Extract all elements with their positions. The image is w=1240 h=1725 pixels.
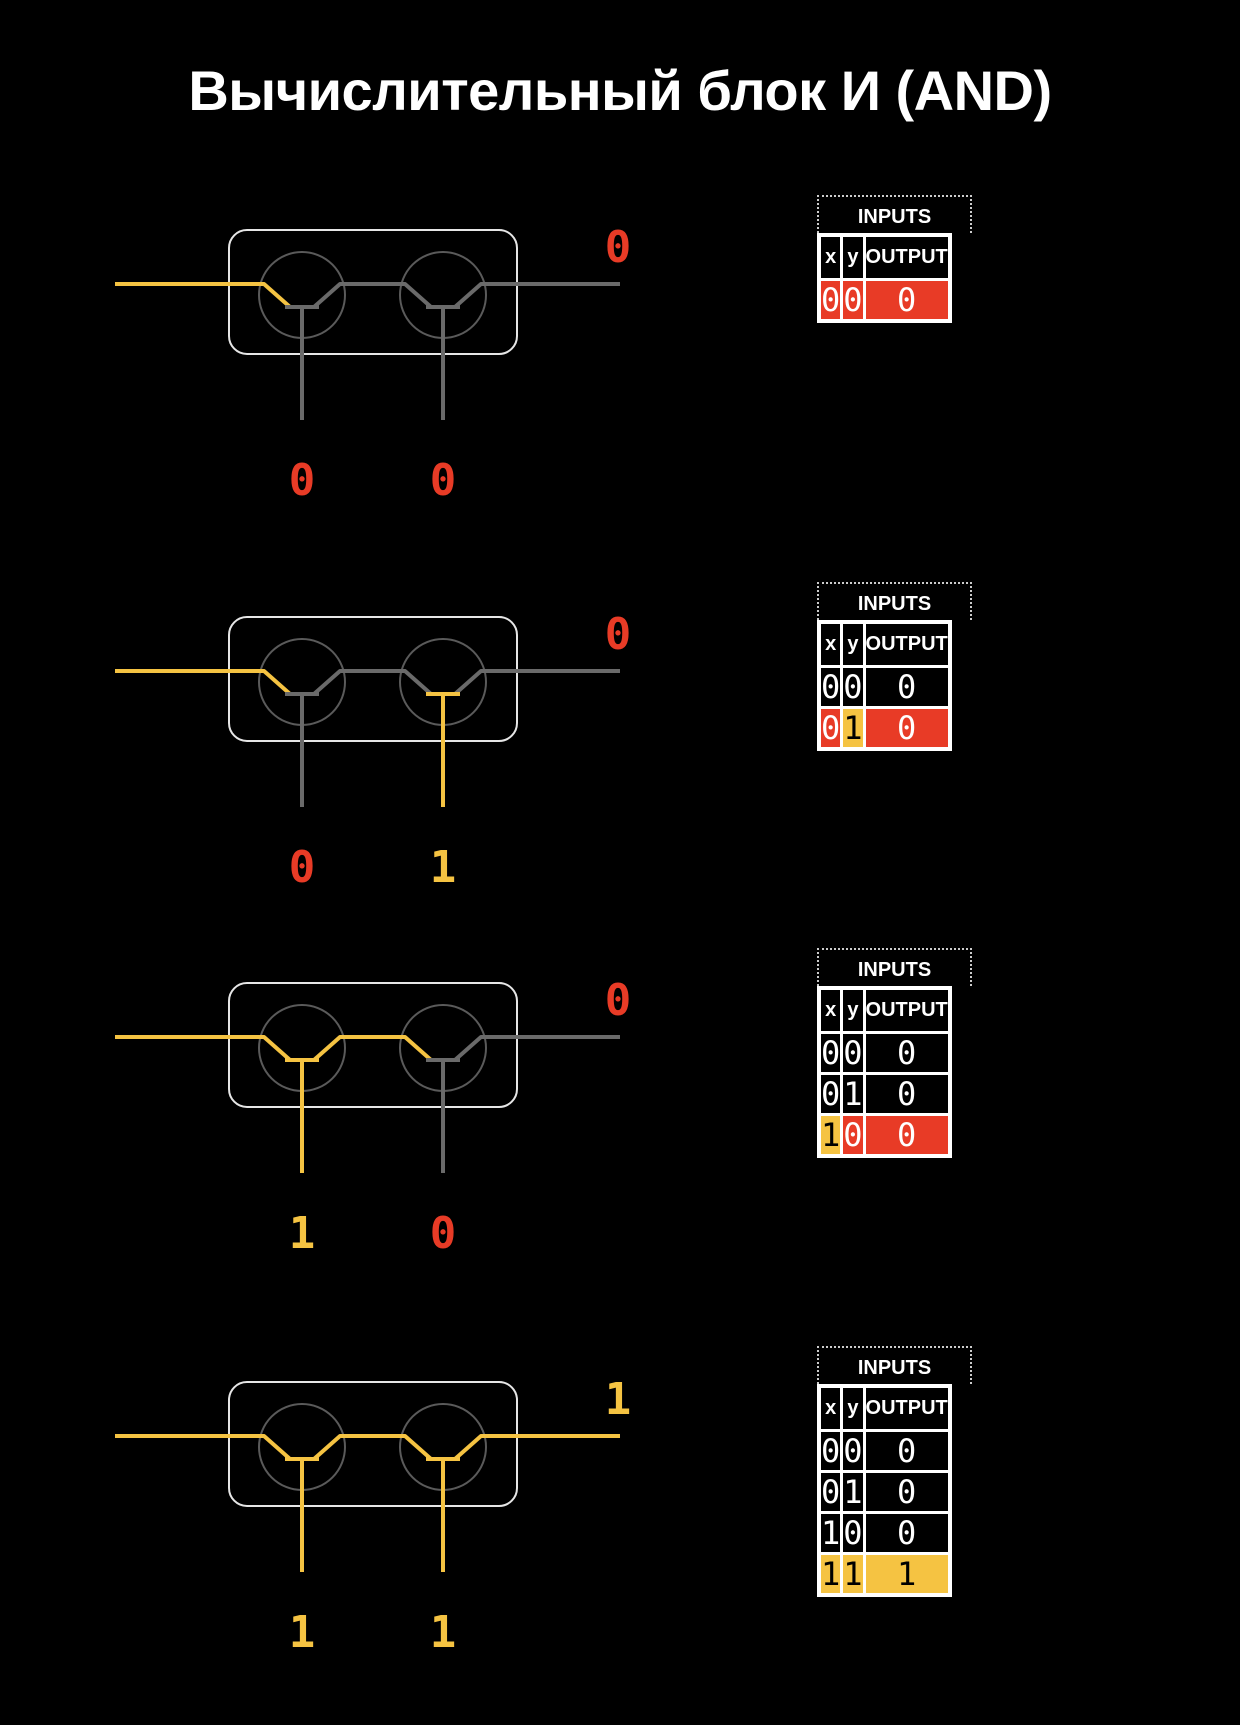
x-column-header: x	[817, 233, 844, 281]
x-column-header: x	[817, 1384, 844, 1432]
x-cell: 0	[817, 1469, 844, 1514]
x-column-header: x	[817, 620, 844, 668]
middle-wire	[312, 1035, 433, 1062]
inputs-group-header: INPUTS	[817, 1346, 972, 1384]
gate-box	[228, 982, 518, 1108]
output-label: 0	[604, 975, 632, 1026]
middle-wire	[312, 1434, 433, 1461]
y-cell: 0	[840, 1112, 866, 1157]
inputs-group-header: INPUTS	[817, 195, 972, 233]
x-cell: 0	[817, 664, 844, 709]
output-cell: 0	[862, 664, 952, 709]
x-cell: 1	[817, 1112, 844, 1157]
output-cell: 0	[862, 705, 952, 750]
output-column-header: OUTPUT	[862, 620, 952, 668]
and-circuit-diagram	[115, 229, 620, 420]
output-cell: 0	[862, 1030, 952, 1075]
input-wire	[115, 282, 292, 309]
y-cell: 1	[840, 705, 866, 750]
y-column-header: y	[840, 620, 866, 668]
x-cell: 0	[817, 1071, 844, 1116]
x-cell: 0	[817, 1030, 844, 1075]
input-wire	[115, 1035, 292, 1062]
input-x-label: 1	[288, 1607, 316, 1658]
gate-box	[228, 616, 518, 742]
y-cell: 0	[840, 1510, 866, 1555]
y-cell: 1	[840, 1071, 866, 1116]
y-cell: 0	[840, 1030, 866, 1075]
output-wire	[453, 282, 620, 309]
output-cell: 0	[862, 1112, 952, 1157]
output-column-header: OUTPUT	[862, 1384, 952, 1432]
output-cell: 0	[862, 277, 952, 322]
input-x-label: 1	[288, 1208, 316, 1259]
output-label: 0	[604, 609, 632, 660]
and-circuit-diagram	[115, 1381, 620, 1572]
input-y-label: 0	[429, 1208, 457, 1259]
x-cell: 1	[817, 1551, 844, 1596]
output-label: 0	[604, 222, 632, 273]
output-wire	[453, 669, 620, 696]
y-cell: 0	[840, 1428, 866, 1473]
input-x-label: 0	[288, 455, 316, 506]
x-cell: 0	[817, 1428, 844, 1473]
output-column-header: OUTPUT	[862, 986, 952, 1034]
output-cell: 0	[862, 1428, 952, 1473]
input-wire	[115, 1434, 292, 1461]
x-cell: 0	[817, 705, 844, 750]
output-cell: 0	[862, 1469, 952, 1514]
output-label: 1	[604, 1374, 632, 1425]
y-cell: 1	[840, 1469, 866, 1514]
page-title: Вычислительный блок И (AND)	[188, 59, 1052, 122]
x-cell: 0	[817, 277, 844, 322]
output-wire	[453, 1434, 620, 1461]
output-cell: 1	[862, 1551, 952, 1596]
inputs-group-header: INPUTS	[817, 948, 972, 986]
gate-box	[228, 1381, 518, 1507]
x-cell: 1	[817, 1510, 844, 1555]
output-column-header: OUTPUT	[862, 233, 952, 281]
input-y-label: 1	[429, 1607, 457, 1658]
x-column-header: x	[817, 986, 844, 1034]
input-y-label: 0	[429, 455, 457, 506]
output-cell: 0	[862, 1071, 952, 1116]
inputs-group-header: INPUTS	[817, 582, 972, 620]
y-column-header: y	[840, 233, 866, 281]
y-cell: 0	[840, 277, 866, 322]
output-cell: 0	[862, 1510, 952, 1555]
output-wire	[453, 1035, 620, 1062]
middle-wire	[312, 282, 433, 309]
y-cell: 0	[840, 664, 866, 709]
gate-box	[228, 229, 518, 355]
y-cell: 1	[840, 1551, 866, 1596]
and-circuit-diagram	[115, 616, 620, 807]
input-y-label: 1	[429, 842, 457, 893]
y-column-header: y	[840, 986, 866, 1034]
middle-wire	[312, 669, 433, 696]
y-column-header: y	[840, 1384, 866, 1432]
input-x-label: 0	[288, 842, 316, 893]
and-circuit-diagram	[115, 982, 620, 1173]
input-wire	[115, 669, 292, 696]
